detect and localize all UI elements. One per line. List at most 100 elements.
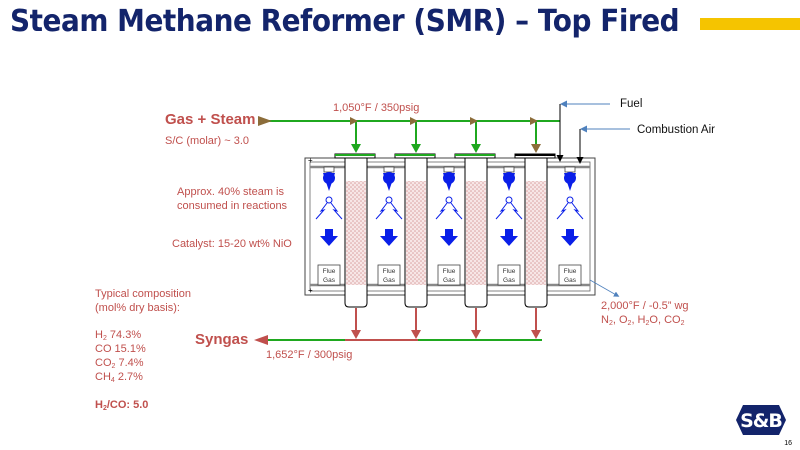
product-header <box>254 308 542 345</box>
catalyst-note: Catalyst: 15-20 wt% NiO <box>172 238 292 250</box>
flue-gas-label-2: Gas <box>443 277 456 284</box>
flue-gas-box <box>437 264 461 286</box>
flue-gas-box <box>317 264 341 286</box>
flue-gas-label-1: Flue <box>564 268 577 275</box>
subscript: 2 <box>645 320 650 327</box>
outlet-label: Syngas <box>195 331 249 348</box>
slide-title: Steam Methane Reformer (SMR) – Top Fired <box>10 4 680 39</box>
composition-h2: H2 74.3% <box>95 328 141 342</box>
down-arrow-icon <box>471 144 481 153</box>
ratio-b: /CO: 5.0 <box>106 399 149 411</box>
flue-gas-label-1: Flue <box>383 268 396 275</box>
heat-icon <box>325 196 333 204</box>
flue-gas-label-2: Gas <box>383 277 396 284</box>
flue-gas-box <box>558 264 582 286</box>
species: H <box>95 329 103 341</box>
text: , O <box>612 314 628 326</box>
flue-pointer <box>589 279 620 297</box>
steam-note-line2: consumed in reactions <box>177 200 288 212</box>
title-accent-bar <box>700 18 800 30</box>
text: , H <box>631 314 646 326</box>
down-arrow-icon <box>561 229 579 246</box>
fuel-lines <box>556 100 630 164</box>
down-arrow-icon <box>351 144 361 153</box>
value: 74.3% <box>106 329 142 341</box>
down-arrow-icon <box>411 330 421 339</box>
subscript: 2 <box>111 363 116 370</box>
composition-heading-1: Typical composition <box>95 288 191 300</box>
text: N <box>601 314 609 326</box>
inlet-arrow-icon <box>258 116 272 126</box>
species: CO <box>95 343 112 355</box>
ratio-a: H <box>95 399 103 411</box>
value: 2.7% <box>114 371 143 383</box>
text: O, CO <box>649 314 681 326</box>
svg-text:+: + <box>308 156 313 165</box>
flue-gas-label-2: Gas <box>564 277 577 284</box>
steam-note-line1: Approx. 40% steam is <box>177 186 284 198</box>
flue-gas-label-2: Gas <box>503 277 516 284</box>
value: 7.4% <box>115 357 144 369</box>
catalyst-bed <box>406 181 426 285</box>
burner-icon <box>383 166 395 173</box>
composition-co: CO 15.1% <box>95 342 146 356</box>
down-arrow-icon <box>380 229 398 246</box>
combustion-air-label: Combustion Air <box>637 124 715 136</box>
flow-arrow-icon <box>350 117 358 125</box>
heat-icon <box>385 196 393 204</box>
down-arrow-icon <box>440 229 458 246</box>
subscript: 2 <box>627 320 632 327</box>
burner-icon <box>323 166 335 173</box>
subscript: 2 <box>608 320 613 327</box>
feed-header <box>258 116 560 156</box>
outlet-arrow-icon <box>254 335 268 345</box>
down-arrow-icon <box>411 144 421 153</box>
burner-icon <box>564 166 576 173</box>
inlet-label: Gas + Steam <box>165 111 256 128</box>
svg-text:S&B: S&B <box>740 410 782 432</box>
flue-gas-label-2: Gas <box>323 277 336 284</box>
flue-gas-box <box>377 264 401 286</box>
inlet-conditions: 1,050°F / 350psig <box>333 102 420 114</box>
svg-text:+: + <box>308 286 313 295</box>
heat-icon <box>445 196 453 204</box>
reformer-tube <box>454 153 496 308</box>
species: CO <box>95 357 112 369</box>
down-arrow-icon <box>531 330 541 339</box>
subscript: 2 <box>680 320 685 327</box>
reformer-tube <box>514 153 556 308</box>
company-logo: S&B <box>736 405 786 435</box>
down-arrow-icon <box>531 144 541 153</box>
catalyst-bed <box>466 181 486 285</box>
subscript: 4 <box>110 377 115 384</box>
catalyst-bed <box>346 181 366 285</box>
flue-gas-label-1: Flue <box>443 268 456 275</box>
value: 15.1% <box>111 343 146 355</box>
flue-gas-box <box>497 264 521 286</box>
h2-co-ratio: H2/CO: 5.0 <box>95 398 148 412</box>
heat-icon <box>566 196 574 204</box>
flue-gas-label-1: Flue <box>323 268 336 275</box>
burner-icon <box>443 166 455 173</box>
flow-arrow-icon <box>530 117 538 125</box>
down-arrow-icon <box>351 330 361 339</box>
outlet-conditions: 1,652°F / 300psig <box>266 349 353 361</box>
burner-icon <box>503 166 515 173</box>
heat-icon <box>505 196 513 204</box>
flow-arrow-icon <box>470 117 478 125</box>
composition-co2: CO2 7.4% <box>95 356 144 370</box>
down-arrow-icon <box>471 330 481 339</box>
species: CH <box>95 371 111 383</box>
fuel-label: Fuel <box>620 98 643 110</box>
down-arrow-icon <box>320 229 338 246</box>
composition-ch4: CH4 2.7% <box>95 370 143 384</box>
down-arrow-icon <box>500 229 518 246</box>
flow-arrow-icon <box>410 117 418 125</box>
inlet-ratio: S/C (molar) ~ 3.0 <box>165 135 250 147</box>
flue-conditions: 2,000°F / -0.5” wg <box>601 300 689 312</box>
